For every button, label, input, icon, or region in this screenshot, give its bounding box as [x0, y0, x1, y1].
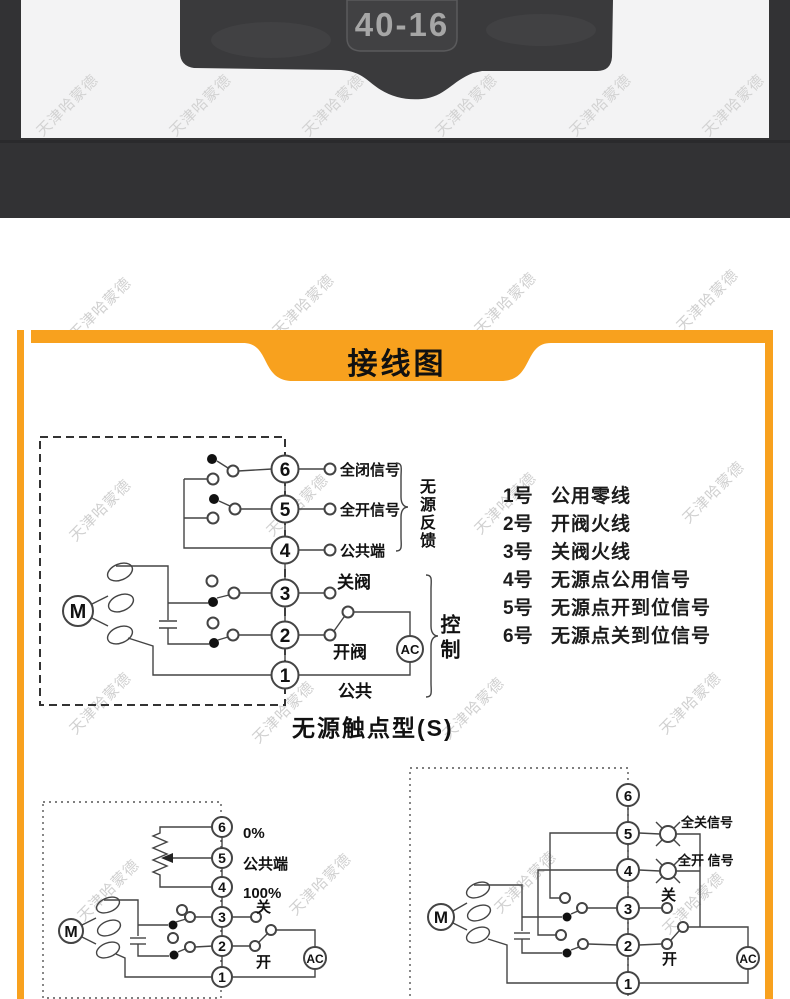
- valve-boss: [346, 0, 458, 52]
- ac-label: AC: [401, 642, 420, 657]
- wiring-diagram-main: M: [39, 436, 439, 706]
- terminal-column: 6 5 4 3 2 1: [270, 454, 300, 690]
- svg-text:3: 3: [624, 901, 632, 918]
- terminal-legend: 1号公用零线 2号开阀火线 3号关阀火线 4号无源点公用信号 5号无源点开到位信…: [503, 483, 711, 651]
- svg-text:6: 6: [280, 460, 291, 481]
- motor-label: M: [64, 924, 77, 941]
- svg-text:1: 1: [280, 666, 291, 687]
- lamp-label-full-close: 全关信号: [680, 815, 733, 830]
- lamp-label-full-open: 全开 信号: [677, 853, 734, 868]
- common-label: 公共: [338, 682, 372, 701]
- product-photo: 40-16 天津哈蒙德 天津哈蒙德 天津哈蒙德 天津哈蒙德 天津哈蒙德 天津哈蒙…: [21, 0, 769, 138]
- watermark: 天津哈蒙德: [471, 269, 541, 339]
- feedback-label-close: 全闭信号: [339, 461, 400, 479]
- open-valve-label: 开阀: [333, 642, 367, 662]
- card-banner-ribbon: [31, 330, 772, 381]
- lamp-label-open: 开: [662, 951, 677, 968]
- svg-text:3: 3: [218, 909, 226, 925]
- legend-row: 1号公用零线: [503, 486, 632, 507]
- feedback-group-label: 无源反馈: [417, 478, 434, 550]
- motor-label: M: [434, 908, 448, 927]
- feedback-label-open: 全开信号: [339, 501, 400, 519]
- svg-text:5: 5: [218, 850, 226, 866]
- legend-row: 4号无源点公用信号: [503, 570, 692, 591]
- svg-text:1: 1: [218, 969, 226, 985]
- wiring-card: 接线图: [17, 330, 773, 999]
- svg-text:5: 5: [624, 826, 632, 843]
- pot-label-open: 开: [256, 954, 271, 971]
- diagram-caption: 无源触点型(S): [292, 715, 454, 741]
- legend-row: 3号关阀火线: [503, 542, 632, 563]
- svg-text:5: 5: [280, 500, 291, 521]
- legend-row: 5号无源点开到位信号: [503, 598, 712, 619]
- svg-text:2: 2: [624, 938, 632, 955]
- close-valve-label: 关阀: [337, 572, 371, 592]
- svg-text:3: 3: [280, 584, 291, 605]
- valve-marking: 40-16: [355, 6, 449, 43]
- lamp-label-close: 关: [661, 886, 676, 904]
- valve-photo-illustration: 40-16: [180, 0, 613, 100]
- ac-label: AC: [306, 952, 324, 966]
- watermark: 天津哈蒙德: [673, 266, 743, 336]
- terminal-column: 6 5 4 3 2 1: [211, 816, 233, 988]
- terminal-column: 6 5 4 3 2 1: [616, 783, 640, 995]
- svg-text:1: 1: [624, 976, 632, 993]
- legend-row: 6号无源点关到位信号: [503, 626, 712, 647]
- svg-text:2: 2: [218, 938, 226, 954]
- svg-text:4: 4: [624, 863, 633, 880]
- card-title: 接线图: [347, 348, 447, 381]
- legend-row: 2号开阀火线: [503, 514, 632, 535]
- control-group-label: 控制: [437, 614, 459, 664]
- pot-label-100: 100%: [243, 885, 281, 902]
- band-seam: [0, 140, 790, 143]
- pot-label-common: 公共端: [243, 855, 288, 873]
- svg-text:4: 4: [280, 541, 291, 562]
- motor-label: M: [70, 601, 87, 623]
- ac-label: AC: [739, 952, 757, 966]
- svg-text:4: 4: [218, 879, 226, 895]
- pot-label-0: 0%: [243, 825, 265, 842]
- svg-text:6: 6: [218, 819, 226, 835]
- wiring-diagram-lamp: M 全关信号 全开: [409, 767, 760, 999]
- svg-text:2: 2: [280, 626, 291, 647]
- wiring-diagram-potentiometer: M AC 0% 公共端 100%: [42, 801, 327, 999]
- svg-text:6: 6: [624, 788, 632, 805]
- pot-label-close: 关: [256, 898, 271, 916]
- feedback-label-common: 公共端: [340, 542, 385, 560]
